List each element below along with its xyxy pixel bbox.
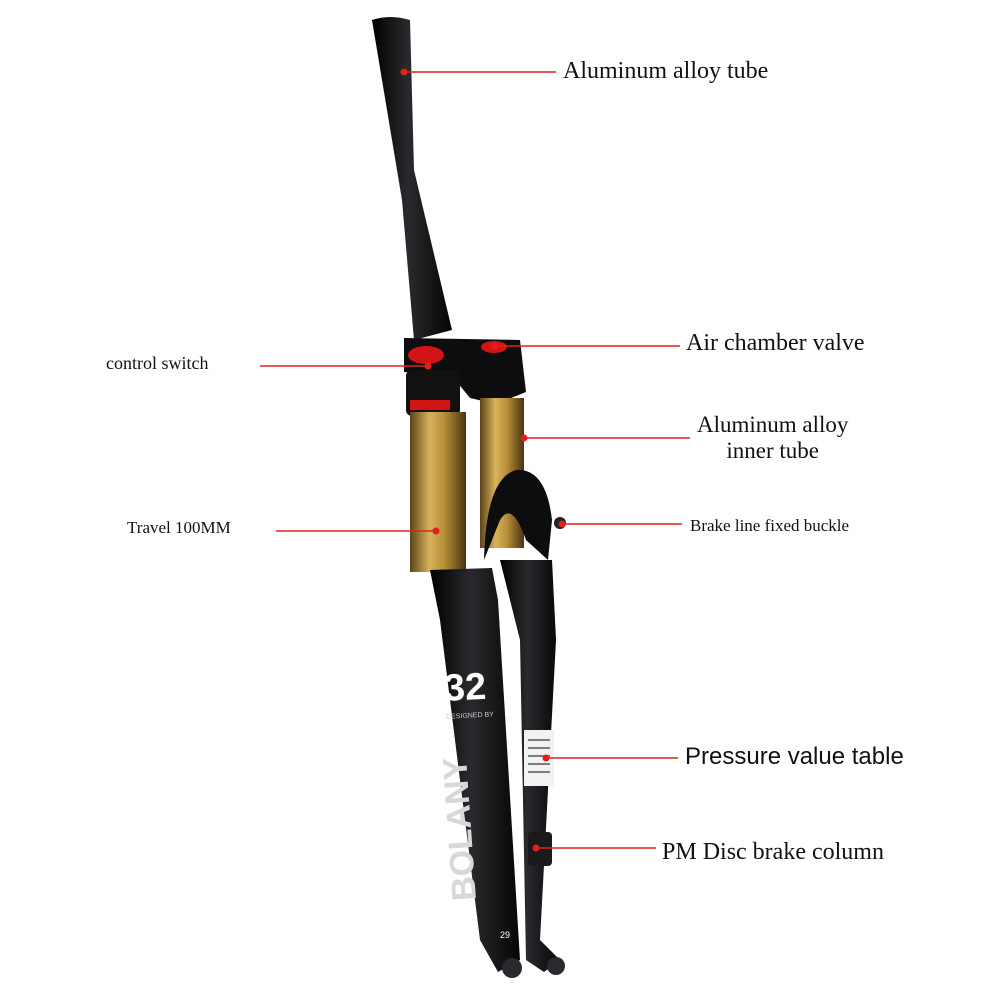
dot-tube: [400, 68, 408, 76]
label-inner-line-2: inner tube: [726, 438, 820, 464]
label-air-chamber-valve: Air chamber valve: [686, 330, 865, 356]
dot-valve: [491, 342, 499, 350]
label-control-switch: control switch: [106, 353, 209, 373]
steerer-tube: [372, 17, 452, 340]
label-aluminum-alloy-tube: Aluminum alloy tube: [563, 58, 769, 84]
left-lower-leg: [430, 568, 520, 972]
label-pressure-value-table: Pressure value table: [685, 743, 904, 770]
decal-number: 32: [443, 666, 487, 710]
dot-pressure: [542, 754, 550, 762]
left-dropout: [502, 958, 522, 978]
label-travel: Travel 100MM: [127, 518, 231, 537]
right-dropout: [547, 957, 565, 975]
dot-buckle: [558, 520, 566, 528]
label-aluminum-alloy-inner-tube: Aluminum alloy inner tube: [697, 412, 848, 465]
decal-size: 29: [500, 930, 510, 940]
label-brake-line-buckle: Brake line fixed buckle: [690, 516, 850, 535]
dot-travel: [432, 527, 440, 535]
dot-pm: [532, 844, 540, 852]
label-inner-line-1: Aluminum alloy: [697, 412, 849, 437]
dot-switch: [424, 362, 432, 370]
crown-red-cap-left: [408, 346, 444, 364]
control-switch-band: [410, 400, 450, 410]
dot-inner: [520, 434, 528, 442]
leader-lines: [260, 71, 690, 849]
leader-dots: [400, 68, 566, 852]
fork-arch: [484, 469, 552, 560]
decal-designed: DESIGNED BY: [446, 711, 494, 721]
disc-brake-mount: [528, 832, 552, 866]
left-stanchion: [410, 412, 466, 572]
label-pm-disc-brake-column: PM Disc brake column: [662, 839, 884, 865]
